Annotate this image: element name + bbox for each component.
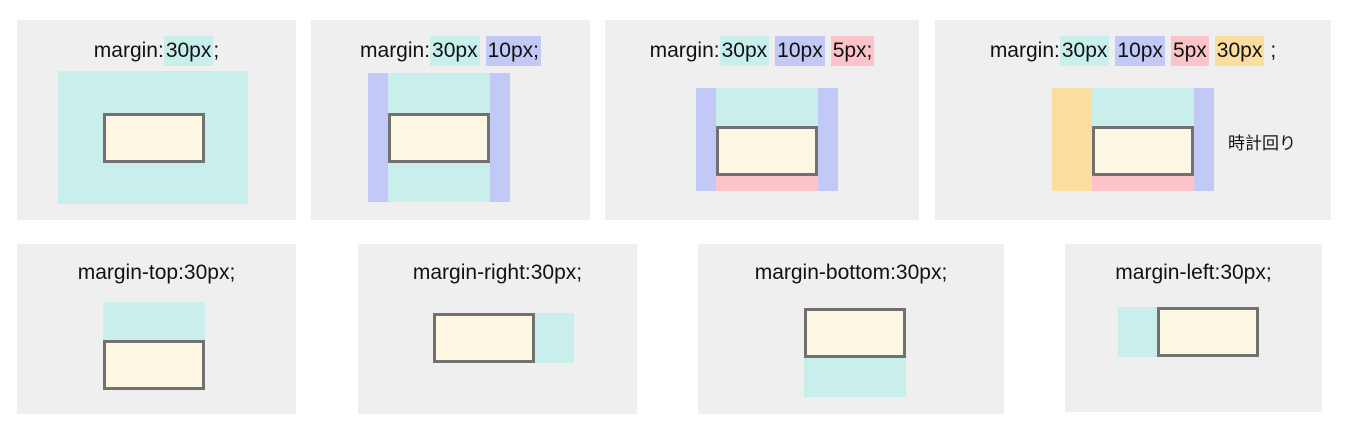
element-box bbox=[804, 308, 906, 358]
margin-bottom-area bbox=[716, 176, 818, 191]
element-box bbox=[103, 340, 205, 390]
margin-right-area bbox=[818, 88, 838, 191]
code-property: margin: bbox=[93, 39, 164, 62]
margin-left-area bbox=[1118, 307, 1158, 357]
code-property: margin: bbox=[649, 39, 720, 62]
example-margin-one-value: margin:30px; bbox=[17, 20, 296, 220]
element-box bbox=[1157, 307, 1259, 357]
element-box bbox=[433, 313, 535, 363]
value-top: 30px bbox=[163, 36, 214, 66]
code-label: margin-top:30px; bbox=[77, 261, 236, 284]
element-box bbox=[1092, 126, 1194, 176]
example-margin-right: margin-right:30px; bbox=[358, 244, 637, 414]
value-left-right: 10px bbox=[775, 36, 825, 66]
value-top-bottom: 30px bbox=[430, 36, 480, 66]
code-semicolon: ; bbox=[213, 39, 220, 62]
element-box bbox=[388, 113, 490, 163]
code-label: margin-right:30px; bbox=[412, 261, 583, 284]
value-left-right: 10px; bbox=[485, 36, 541, 66]
margin-left-area bbox=[368, 73, 388, 202]
margin-bottom-area bbox=[1092, 176, 1194, 191]
code-semicolon: ; bbox=[1270, 39, 1277, 62]
code-label: margin-left:30px; bbox=[1115, 261, 1272, 284]
value-top: 30px bbox=[719, 36, 770, 66]
margin-right-area bbox=[534, 313, 574, 363]
value-bottom: 5px bbox=[1170, 36, 1209, 66]
margin-right-area bbox=[1194, 88, 1214, 191]
example-margin-top: margin-top:30px; bbox=[17, 244, 296, 414]
margin-top-area bbox=[103, 302, 205, 342]
element-box bbox=[716, 126, 818, 176]
code-label: margin:30px; bbox=[17, 36, 296, 66]
margin-left-area bbox=[1052, 88, 1092, 191]
margin-top-area bbox=[1092, 88, 1194, 128]
clockwise-note: 時計回り bbox=[1228, 134, 1296, 153]
element-box bbox=[103, 113, 205, 163]
value-right: 10px bbox=[1115, 36, 1165, 66]
margin-left-area bbox=[696, 88, 716, 191]
value-bottom: 5px; bbox=[830, 36, 875, 66]
value-top: 30px bbox=[1059, 36, 1110, 66]
code-property: margin: bbox=[360, 39, 431, 62]
code-property: margin: bbox=[989, 39, 1060, 62]
margin-top-area bbox=[716, 88, 818, 128]
code-label: margin-bottom:30px; bbox=[754, 261, 948, 284]
example-margin-left: margin-left:30px; bbox=[1065, 244, 1322, 412]
margin-right-area bbox=[490, 73, 510, 202]
value-left: 30px bbox=[1214, 36, 1265, 66]
example-margin-bottom: margin-bottom:30px; bbox=[698, 244, 1004, 414]
margin-bottom-area bbox=[804, 357, 906, 397]
